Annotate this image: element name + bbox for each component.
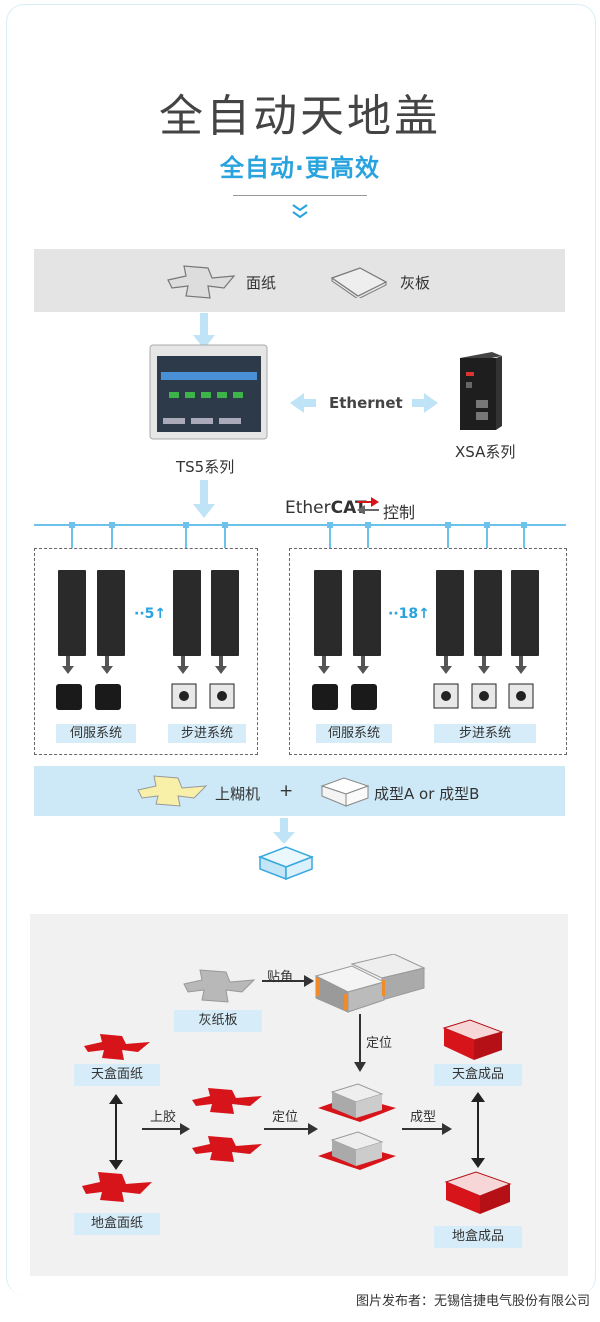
gray-paper-board-tag: 灰纸板 bbox=[174, 1010, 262, 1032]
page-frame bbox=[6, 4, 596, 1295]
gray-box-pair-icon bbox=[314, 954, 426, 1013]
left-servo-count: ··5↑ bbox=[134, 606, 167, 622]
gray-paper-board-icon bbox=[183, 969, 256, 1003]
glue-machine-label: 上糊机 bbox=[215, 785, 261, 803]
arrow-right-icon bbox=[402, 1123, 452, 1135]
left-servo-tag: 伺服系统 bbox=[56, 724, 136, 743]
form-step-label: 成型 bbox=[410, 1110, 437, 1125]
red-papers-pair-icon bbox=[192, 1088, 262, 1162]
hmi-device-icon bbox=[149, 344, 268, 440]
bus-control-label: 控制 bbox=[383, 503, 416, 522]
bottom-face-tag: 地盒面纸 bbox=[74, 1213, 160, 1235]
glued-paper-icon bbox=[137, 775, 208, 807]
cross-paper-icon bbox=[167, 265, 236, 299]
stepper-drive-icon bbox=[436, 570, 464, 656]
right-stepper-tag: 步进系统 bbox=[434, 724, 536, 743]
arrow-down-icon bbox=[193, 313, 215, 349]
servo-drive-icon bbox=[353, 570, 381, 656]
red-cross-paper-icon bbox=[82, 1172, 152, 1202]
right-drive-group bbox=[289, 548, 567, 755]
stepper-drive-icon bbox=[474, 570, 502, 656]
ethercat-logo: EtherCAT bbox=[285, 498, 367, 518]
arrow-down-icon bbox=[273, 818, 295, 844]
plus-sign: + bbox=[279, 781, 294, 801]
servo-drive-icon bbox=[58, 570, 86, 656]
double-arrow-vertical-icon bbox=[109, 1094, 123, 1170]
controller-label: XSA系列 bbox=[455, 443, 516, 461]
position-label-2: 定位 bbox=[272, 1110, 299, 1125]
ethercat-arrows-icon bbox=[357, 497, 379, 514]
glue-step-label: 上胶 bbox=[150, 1110, 177, 1125]
gray-board-label: 灰板 bbox=[400, 274, 431, 292]
positioned-boxes-icon bbox=[318, 1083, 396, 1170]
arrow-right-icon bbox=[142, 1123, 190, 1135]
arrow-right-icon bbox=[264, 1123, 318, 1135]
stepper-drive-icon bbox=[173, 570, 201, 656]
forming-label: 成型A or 成型B bbox=[374, 785, 480, 803]
output-band bbox=[34, 766, 565, 816]
red-cross-paper-icon bbox=[84, 1034, 150, 1060]
bottom-product-tag: 地盒成品 bbox=[434, 1226, 522, 1248]
page-subtitle: 全自动·更高效 bbox=[219, 154, 381, 182]
red-bottom-box-icon bbox=[444, 1171, 512, 1214]
left-stepper-tag: 步进系统 bbox=[168, 724, 246, 743]
ethercat-bus-line bbox=[34, 522, 566, 548]
stepper-drive-icon bbox=[211, 570, 239, 656]
left-drive-group bbox=[34, 548, 258, 755]
right-motors bbox=[312, 656, 534, 710]
materials-band bbox=[34, 249, 565, 312]
controller-device-icon bbox=[460, 352, 502, 430]
servo-drive-icon bbox=[97, 570, 125, 656]
double-arrow-vertical-icon bbox=[471, 1092, 485, 1168]
box-outline-icon bbox=[320, 777, 370, 807]
left-servo-count-value: 5 bbox=[144, 606, 155, 622]
position-label-1: 定位 bbox=[366, 1036, 393, 1051]
ethernet-double-arrow-icon bbox=[290, 393, 438, 413]
corner-label: 贴角 bbox=[267, 970, 294, 985]
face-paper-label: 面纸 bbox=[246, 274, 277, 292]
right-servo-count: ··18↑ bbox=[388, 606, 430, 622]
ethercat-prefix: Ether bbox=[285, 498, 331, 518]
left-motors bbox=[56, 656, 235, 710]
double-chevron-down-icon bbox=[292, 204, 308, 219]
right-servo-count-value: 18 bbox=[398, 606, 419, 622]
top-face-tag: 天盒面纸 bbox=[74, 1064, 160, 1086]
flat-board-icon bbox=[330, 267, 388, 298]
page-title: 全自动天地盖 bbox=[159, 91, 441, 142]
image-credit: 图片发布者：无锡信捷电气股份有限公司 bbox=[355, 1294, 590, 1309]
servo-drive-icon bbox=[314, 570, 342, 656]
right-servo-tag: 伺服系统 bbox=[316, 724, 392, 743]
arrow-down-icon bbox=[193, 480, 215, 518]
red-top-box-icon bbox=[442, 1019, 504, 1060]
title-divider bbox=[233, 195, 367, 196]
arrow-down-icon bbox=[354, 1014, 366, 1072]
ethernet-label: Ethernet bbox=[329, 394, 403, 412]
hmi-label: TS5系列 bbox=[176, 458, 235, 476]
stepper-drive-icon bbox=[511, 570, 539, 656]
arrow-right-icon bbox=[262, 975, 314, 987]
top-product-tag: 天盒成品 bbox=[434, 1064, 522, 1086]
blue-box-icon bbox=[257, 846, 315, 881]
